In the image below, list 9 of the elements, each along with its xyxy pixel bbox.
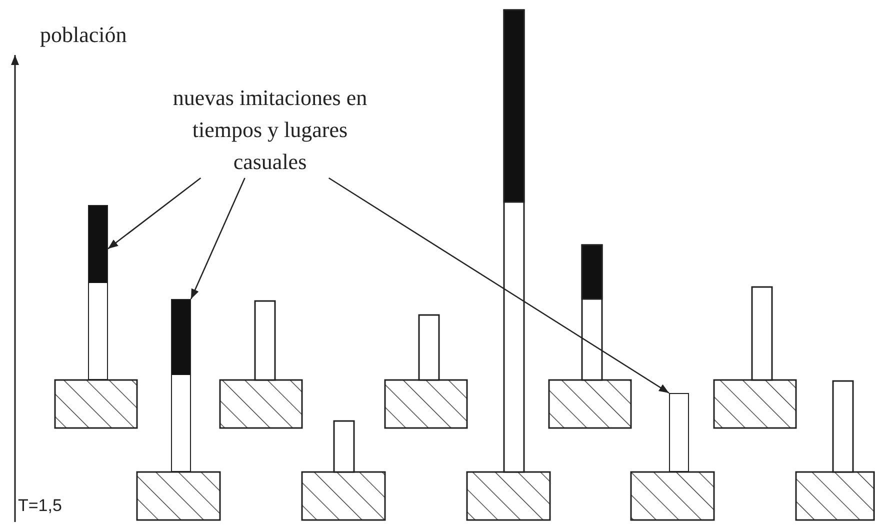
arrow bbox=[108, 177, 202, 250]
arrow bbox=[190, 178, 246, 300]
bar bbox=[88, 205, 108, 380]
annotation-text: nuevas imitaciones en tiempos y lugares casuales bbox=[165, 82, 375, 178]
axis-label: población bbox=[40, 22, 127, 48]
bar bbox=[171, 299, 191, 472]
arrow bbox=[328, 177, 670, 394]
time-label: T=1,5 bbox=[18, 496, 62, 516]
bar bbox=[669, 393, 689, 472]
